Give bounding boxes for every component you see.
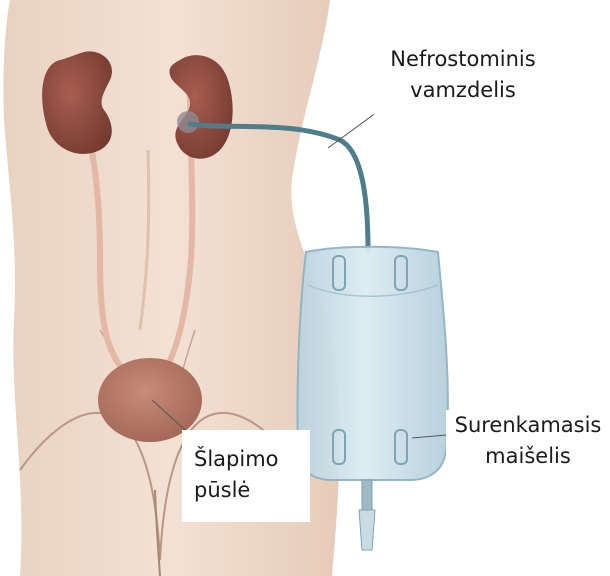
collection-bag [297,247,447,480]
label-line: Surenkamasis [446,410,610,441]
label-line: Nefrostominis [374,44,552,75]
label-nephrostomy-tube: Nefrostominis vamzdelis [374,44,552,124]
drain-valve-tip [359,510,375,550]
label-line: vamzdelis [374,75,552,106]
drain-valve [362,480,372,510]
label-line: maišelis [446,441,610,472]
renal-pelvis-marker [177,111,199,133]
label-bladder: Šlapimo pūslė [182,430,310,522]
label-collection-bag: Surenkamasis maišelis [446,410,610,482]
label-line: Šlapimo [194,444,310,475]
label-line: pūslė [194,475,310,506]
